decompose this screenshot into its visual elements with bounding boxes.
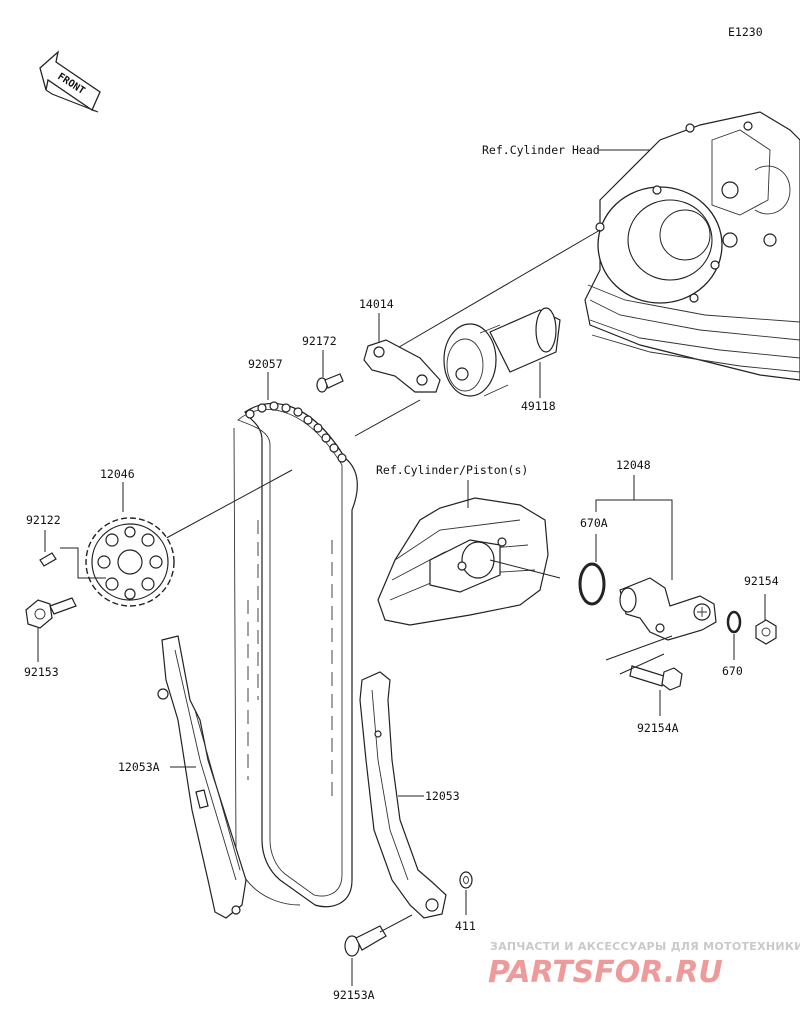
front-arrow-icon: FRONT xyxy=(39,50,101,113)
diagram-code: E1230 xyxy=(728,25,763,39)
bolt-92153A xyxy=(344,925,387,957)
part-label-92154: 92154 xyxy=(744,574,779,588)
part-label-92122: 92122 xyxy=(26,513,61,527)
part-label-92057: 92057 xyxy=(248,357,283,371)
bolt-92154A xyxy=(629,665,683,691)
part-label-12048: 12048 xyxy=(616,458,651,472)
part-label-92172: 92172 xyxy=(302,334,337,348)
watermark-logo: PARTSFOR.RU xyxy=(488,955,723,990)
part-label-670A: 670A xyxy=(580,516,608,530)
cylinder-head xyxy=(584,111,800,381)
cam-sprocket xyxy=(85,517,175,607)
part-label-12053A: 12053A xyxy=(118,760,160,774)
part-label-411: 411 xyxy=(455,919,476,933)
part-label-49118: 49118 xyxy=(521,399,556,413)
bolt-92154 xyxy=(755,619,777,645)
part-label-92153: 92153 xyxy=(24,665,59,679)
pin-92122 xyxy=(39,552,57,567)
chain-guide-right xyxy=(359,671,447,919)
cylinder-block xyxy=(377,497,549,626)
washer-411 xyxy=(459,871,473,889)
bolt-92153 xyxy=(25,597,77,629)
ref-cylinder-piston-label: Ref.Cylinder/Piston(s) xyxy=(376,463,528,477)
chain-guide-left xyxy=(157,635,247,919)
cam-chain xyxy=(233,401,358,908)
part-label-14014: 14014 xyxy=(359,297,394,311)
oring-670A xyxy=(578,562,606,606)
ref-cylinder-head-label: Ref.Cylinder Head xyxy=(482,143,600,157)
part-label-670: 670 xyxy=(722,664,743,678)
bolt-92172 xyxy=(316,373,344,393)
part-label-92154A: 92154A xyxy=(637,721,679,735)
part-label-12053: 12053 xyxy=(425,789,460,803)
camshaft xyxy=(443,307,561,397)
cam-plate xyxy=(363,339,441,393)
oring-670 xyxy=(726,610,742,634)
part-label-12046: 12046 xyxy=(100,467,135,481)
chain-tensioner xyxy=(619,577,717,641)
part-label-92153A: 92153A xyxy=(333,988,375,1002)
watermark-tagline: ЗАПЧАСТИ И АКСЕССУАРЫ ДЛЯ МОТОТЕХНИКИ xyxy=(490,940,800,953)
